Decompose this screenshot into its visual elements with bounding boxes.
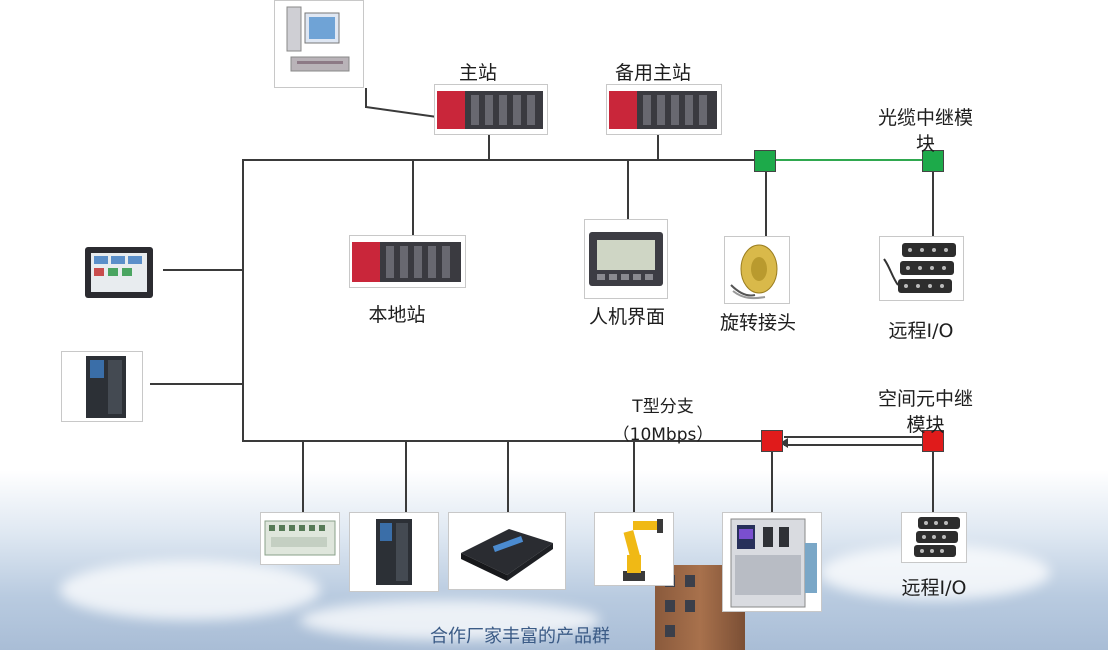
pc-icon [274,0,364,88]
backup-master-station-label: 备用主站 [614,62,692,84]
rotary-dropline [765,172,767,236]
backup-dropline [657,134,659,160]
remote-io-top-dropline [932,172,934,236]
cloud [60,560,320,620]
hmi-dropline [627,160,629,220]
remote-io-bottom-dropline [932,452,934,512]
fiber-link-line [776,159,936,161]
pc-cable [365,88,367,108]
rotary-joint-icon [724,236,790,304]
robot-arm-icon [594,512,674,586]
local-dropline [412,160,414,236]
space-node-right [922,430,944,452]
master-station-label: 主站 [458,62,498,84]
plc-local-icon [349,235,466,288]
bottom-dropline-2 [405,441,407,513]
fiber-repeater-label: 光缆中继模 块 [878,107,974,155]
remote-io-bottom-icon [901,512,967,563]
touch-panel-icon [84,246,154,299]
local-station-label: 本地站 [368,304,426,326]
master-dropline [488,134,490,160]
t-branch-speed-label: （10Mbps） [612,425,714,445]
bottom-dropline-1 [302,441,304,512]
hmi-label: 人机界面 [588,306,666,328]
t-branch-title-label: T型分支 [632,397,694,417]
inverter-icon [61,351,143,422]
space-repeater-label: 空间元中继 模块 [878,388,974,436]
controller-box-icon [448,512,566,590]
io-module-icon [260,512,340,565]
bottom-dropline-3 [507,441,509,513]
inverter-stub [150,383,243,385]
fiber-node-left [754,150,776,172]
rotary-joint-label: 旋转接头 [719,312,797,334]
bottom-dropline-4 [633,441,635,513]
plc-master-icon [434,84,548,135]
bottom-bus-line [243,440,763,442]
space-node-left [761,430,783,452]
plc-backup-icon [606,84,722,135]
arrow-left-icon [780,438,788,448]
machine-cabinet-icon [722,512,822,612]
drive-icon [349,512,439,592]
caption-text: 合作厂家丰富的产品群 [430,626,610,647]
hmi-panel-icon [584,219,668,299]
touch-panel-stub [163,269,243,271]
space-link-line [784,436,924,438]
remote-io-icon [879,236,964,301]
space-link-line-2 [784,444,924,446]
cloud [300,600,600,640]
remote-io-bottom-label: 远程I/O [901,577,967,599]
pc-cable-2 [365,106,436,118]
top-bus-line [243,159,763,161]
fiber-node-right [922,150,944,172]
remote-io-top-label: 远程I/O [888,320,954,342]
left-bus-line [242,159,244,442]
bottom-dropline-5 [771,452,773,512]
